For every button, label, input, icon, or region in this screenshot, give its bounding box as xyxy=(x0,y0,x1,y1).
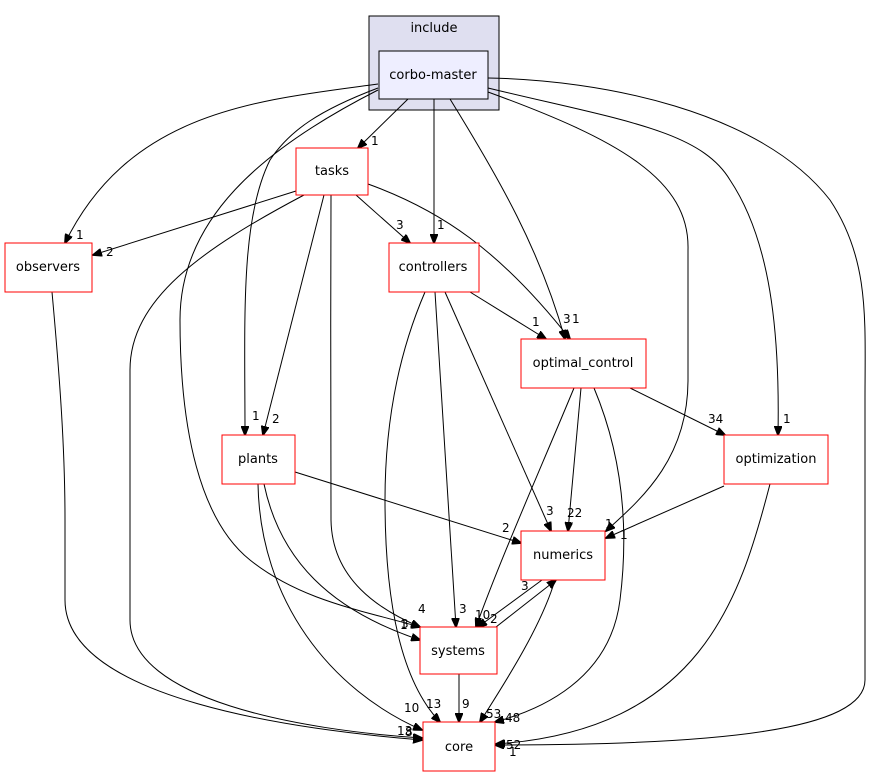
edge-master-optimization xyxy=(487,87,778,435)
label-optimal-control-optimization: 34 xyxy=(708,412,723,426)
node-systems-label: systems xyxy=(431,644,485,659)
label-master-tasks: 1 xyxy=(371,134,379,148)
label-controllers-systems: 3 xyxy=(459,602,467,616)
edge-systems-numerics xyxy=(495,580,556,628)
edge-controllers-numerics xyxy=(444,291,551,531)
node-tasks-label: tasks xyxy=(315,164,349,179)
node-optimal-control-label: optimal_control xyxy=(533,356,634,371)
edge-tasks-plants xyxy=(263,194,325,435)
label-plants-core: 10 xyxy=(404,701,419,715)
edge-master-plants xyxy=(245,87,379,435)
node-plants[interactable]: plants xyxy=(221,434,296,485)
node-numerics-box xyxy=(520,530,606,581)
edge-optimal-control-numerics xyxy=(568,387,582,531)
label-optimization-core: 52 xyxy=(506,738,521,752)
label-controllers-optimal-control: 1 xyxy=(532,315,540,329)
node-core-label: core xyxy=(445,740,473,755)
edge-master-optimal-control xyxy=(449,98,565,339)
edge-master-numerics xyxy=(487,91,689,531)
label-systems-core: 9 xyxy=(462,697,470,711)
edge-tasks-controllers xyxy=(355,194,410,243)
label-numerics-systems: 2 xyxy=(490,612,498,626)
node-tasks-box xyxy=(295,147,369,196)
label-tasks-plants: 2 xyxy=(272,412,280,426)
node-controllers[interactable]: controllers xyxy=(388,242,480,293)
edge-optimization-numerics xyxy=(606,485,725,538)
edge-tasks-systems xyxy=(330,194,420,627)
node-observers[interactable]: observers xyxy=(4,242,93,293)
label-tasks-observers: 2 xyxy=(106,245,114,259)
node-optimization[interactable]: optimization xyxy=(723,434,829,485)
label-tasks-core: 13 xyxy=(397,724,412,738)
label-optimal-control-core: 48 xyxy=(505,711,520,725)
label-plants-systems: 3 xyxy=(401,617,409,631)
node-optimal-control[interactable]: optimal_control xyxy=(520,338,647,389)
node-optimization-box xyxy=(723,434,829,485)
label-master-systems: 1 xyxy=(400,618,408,632)
node-controllers-label: controllers xyxy=(399,260,468,275)
label-observers-core: 8 xyxy=(405,725,413,739)
edge-numerics-systems xyxy=(478,579,543,627)
label-tasks-systems: 4 xyxy=(418,602,426,616)
edge-master-tasks xyxy=(358,98,409,148)
node-observers-label: observers xyxy=(16,260,80,275)
nodes: corbo-master tasks observers controllers… xyxy=(4,50,829,772)
label-optimization-numerics: 1 xyxy=(620,528,628,542)
edge-tasks-observers xyxy=(93,190,297,255)
node-systems-box xyxy=(419,626,498,675)
edge-plants-systems xyxy=(263,483,420,640)
label-master-optimization: 1 xyxy=(783,412,791,426)
label-master-controllers: 1 xyxy=(437,218,445,232)
label-optimal-control-numerics: 22 xyxy=(567,506,582,520)
edges xyxy=(51,77,866,745)
label-systems-numerics: 3 xyxy=(521,579,529,593)
node-corbo-master-box xyxy=(378,50,489,100)
edge-tasks-optimal-control xyxy=(367,183,570,339)
edge-optimization-core xyxy=(496,483,771,744)
edge-optimal-control-optimization xyxy=(629,387,725,435)
label-plants-numerics: 2 xyxy=(502,521,510,535)
node-corbo-master-label: corbo-master xyxy=(389,68,477,83)
label-master-numerics: 1 xyxy=(605,517,613,531)
label-tasks-controllers: 3 xyxy=(396,218,404,232)
label-optimal-control-systems: 10 xyxy=(475,608,490,622)
label-master-core: 1 xyxy=(509,745,517,759)
node-corbo-master[interactable]: corbo-master xyxy=(378,50,489,100)
edge-optimal-control-systems xyxy=(476,387,575,627)
edge-controllers-systems xyxy=(434,291,456,627)
node-systems[interactable]: systems xyxy=(419,626,498,675)
node-core-box xyxy=(422,721,496,772)
node-plants-label: plants xyxy=(238,452,278,467)
node-core[interactable]: core xyxy=(422,721,496,772)
node-optimization-label: optimization xyxy=(736,452,817,467)
label-master-observers: 1 xyxy=(76,228,84,242)
node-numerics-label: numerics xyxy=(533,548,593,563)
node-tasks[interactable]: tasks xyxy=(295,147,369,196)
edge-numerics-core xyxy=(480,579,556,722)
label-controllers-core: 13 xyxy=(426,697,441,711)
label-tasks-optimal-control: 3 xyxy=(563,312,571,326)
label-master-optimal-control: 1 xyxy=(572,312,580,326)
node-controllers-box xyxy=(388,242,480,293)
edge-plants-numerics xyxy=(294,471,521,543)
edge-tasks-core xyxy=(129,194,422,738)
edge-labels: 1 1 1 1 1 1 1 1 1 2 3 3 2 4 13 8 1 3 3 1… xyxy=(76,134,791,759)
label-master-plants: 1 xyxy=(252,409,260,423)
edge-optimal-control-core xyxy=(495,387,625,722)
label-controllers-numerics: 3 xyxy=(546,504,554,518)
edge-master-systems xyxy=(179,89,420,627)
node-numerics[interactable]: numerics xyxy=(520,530,606,581)
node-optimal-control-box xyxy=(520,338,647,389)
node-observers-box xyxy=(4,242,93,293)
edge-master-observers xyxy=(65,83,379,243)
edge-observers-core xyxy=(51,291,422,740)
edge-controllers-optimal-control xyxy=(469,291,546,339)
node-plants-box xyxy=(221,434,296,485)
cluster-label: include xyxy=(410,21,457,36)
edge-plants-core xyxy=(257,483,422,730)
edge-master-core xyxy=(487,77,866,745)
label-numerics-core: 53 xyxy=(486,707,501,721)
